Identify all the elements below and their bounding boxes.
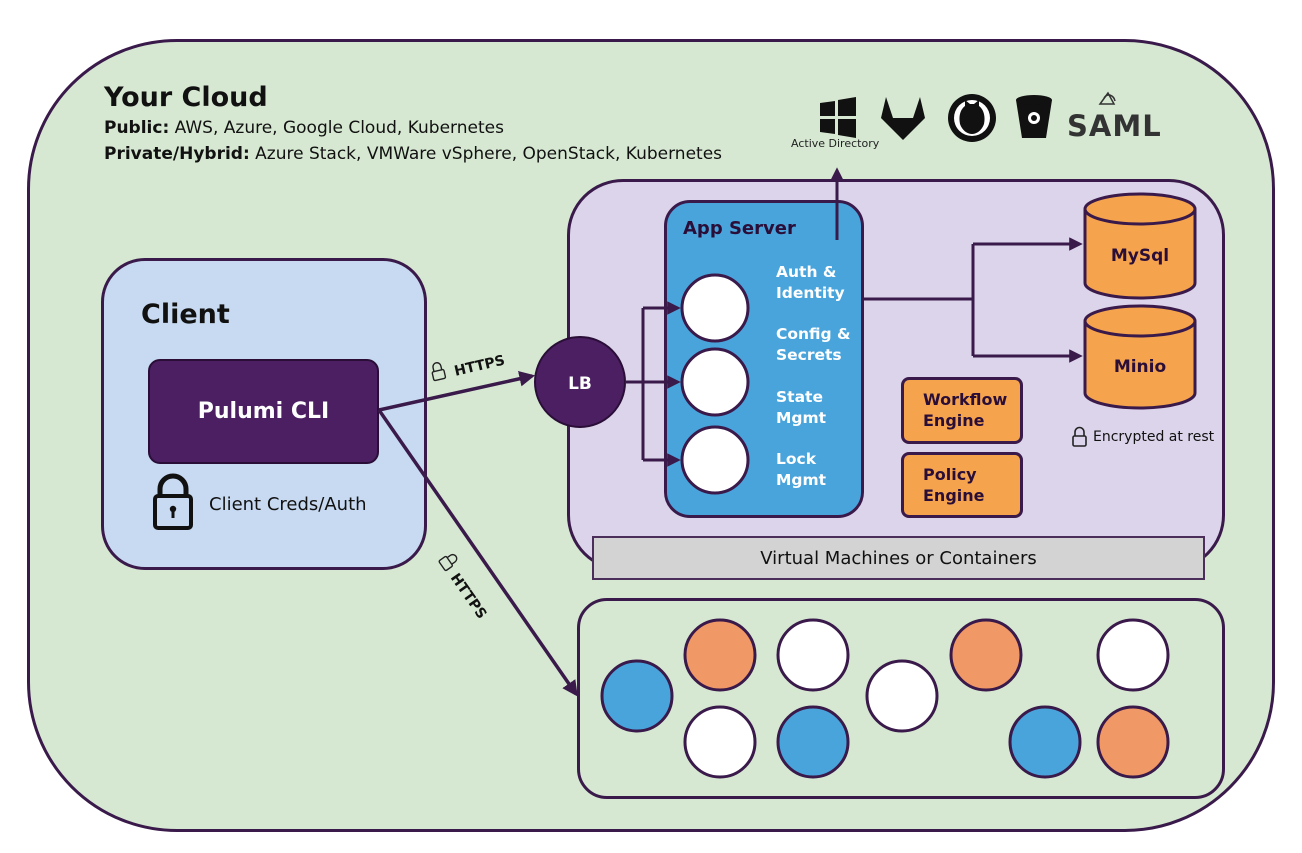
https-lb-label: HTTPS — [431, 353, 507, 382]
state-mgmt-line1: State — [776, 388, 823, 406]
state-mgmt-line2: Mgmt — [776, 409, 827, 427]
windows-icon — [820, 97, 856, 138]
saml-label: SAML — [1067, 109, 1162, 143]
worker-node — [1008, 705, 1082, 779]
workflow-engine-box: Workflow Engine — [901, 377, 1023, 444]
https-workers-text: HTTPS — [447, 571, 490, 622]
cli-to-lb-arrow — [378, 371, 536, 412]
lb-label: LB — [568, 374, 592, 394]
private-label: Private/Hybrid: — [104, 144, 250, 164]
private-value: Azure Stack, VMWare vSphere, OpenStack, … — [249, 144, 723, 164]
lock-mgmt-label: Lock Mgmt — [776, 449, 826, 491]
private-clouds-line: Private/Hybrid: Azure Stack, VMWare vSph… — [104, 144, 722, 164]
workflow-engine-line1: Workflow — [923, 390, 1008, 409]
worker-node — [949, 618, 1023, 692]
gitlab-icon — [881, 97, 925, 140]
encrypted-at-rest-label: Encrypted at rest — [1093, 429, 1215, 445]
worker-node — [683, 618, 757, 692]
state-lock-service — [680, 425, 750, 495]
public-value: AWS, Azure, Google Cloud, Kubernetes — [169, 118, 504, 138]
encrypted-lock-icon — [1072, 426, 1087, 447]
public-label: Public: — [104, 118, 170, 138]
mysql-database: MySql — [1083, 192, 1197, 300]
worker-node — [1096, 618, 1170, 692]
config-secrets-line1: Config & — [776, 325, 851, 343]
worker-node — [1096, 705, 1170, 779]
https-lb-text: HTTPS — [453, 353, 507, 380]
app-server-title: App Server — [683, 218, 796, 239]
config-secrets-line2: Secrets — [776, 346, 842, 364]
client-title: Client — [141, 299, 230, 330]
policy-engine-line2: Engine — [923, 486, 985, 505]
vm-containers-bar: Virtual Machines or Containers — [592, 536, 1205, 580]
cloud-title: Your Cloud — [104, 82, 268, 113]
worker-node — [776, 705, 850, 779]
cli-to-workers-arrow — [377, 409, 578, 697]
github-icon — [948, 94, 996, 142]
policy-engine-box: Policy Engine — [901, 452, 1023, 518]
worker-node — [865, 659, 939, 733]
minio-storage: Minio — [1083, 304, 1197, 410]
active-directory-label: Active Directory — [791, 137, 880, 150]
client-creds-lock-icon — [153, 473, 193, 530]
mysql-label: MySql — [1111, 246, 1169, 266]
https-workers-lock-icon — [438, 553, 458, 572]
auth-identity-line1: Auth & — [776, 263, 837, 281]
workflow-engine-line2: Engine — [923, 411, 985, 430]
state-mgmt-label: State Mgmt — [776, 387, 826, 429]
https-lb-lock-icon — [431, 362, 447, 382]
lb-to-services-arrows — [625, 301, 681, 467]
app-to-storage-arrows — [864, 237, 1083, 363]
worker-node — [776, 618, 850, 692]
worker-nodes — [600, 618, 1170, 779]
worker-node — [683, 705, 757, 779]
lock-mgmt-line1: Lock — [776, 450, 817, 468]
auth-identity-label: Auth & Identity — [776, 262, 845, 304]
client-creds-label: Client Creds/Auth — [209, 494, 367, 515]
public-clouds-line: Public: AWS, Azure, Google Cloud, Kubern… — [104, 118, 504, 138]
config-secrets-service — [680, 347, 750, 417]
config-secrets-label: Config & Secrets — [776, 324, 851, 366]
saml-icon — [1098, 91, 1116, 105]
lock-mgmt-line2: Mgmt — [776, 471, 827, 489]
policy-engine-line1: Policy — [923, 465, 977, 484]
bitbucket-icon — [1016, 95, 1052, 138]
auth-identity-line2: Identity — [776, 284, 845, 302]
worker-node — [600, 659, 674, 733]
minio-label: Minio — [1114, 357, 1166, 377]
auth-identity-service — [680, 273, 750, 343]
